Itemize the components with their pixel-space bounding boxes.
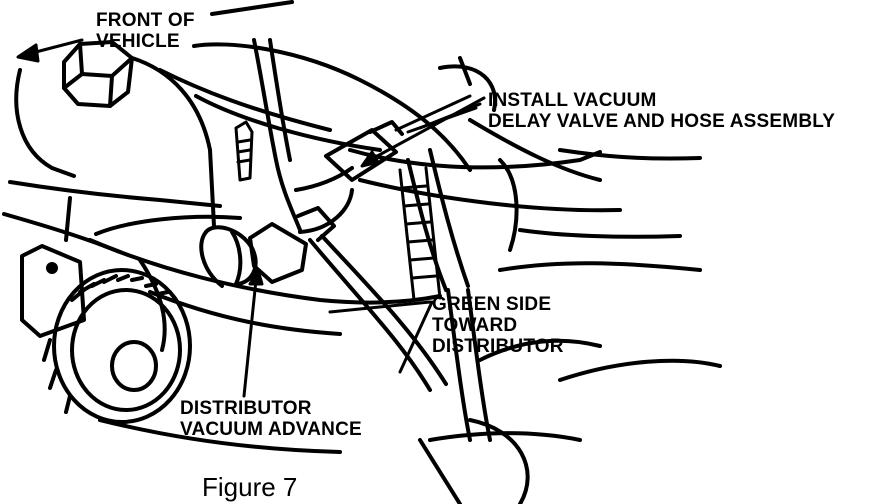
front-of-vehicle-line-1: FRONT OF <box>96 10 195 31</box>
green-side-line-1: GREEN SIDE <box>432 294 552 315</box>
distributor-advance-line-1: DISTRIBUTOR <box>180 398 312 419</box>
install-valve-label: INSTALL VACUUM DELAY VALVE AND HOSE ASSE… <box>488 90 835 132</box>
hex-nut <box>14 40 212 178</box>
front-arrow <box>16 0 294 63</box>
green-side-line-3: DISTRIBUTOR <box>432 336 564 357</box>
install-valve-line-1: INSTALL VACUUM <box>488 90 657 111</box>
green-side-label: GREEN SIDE TOWARD DISTRIBUTOR <box>432 294 564 357</box>
vacuum-advance-unit <box>199 225 258 288</box>
leader-lines <box>242 96 486 398</box>
distributor-advance-label: DISTRIBUTOR VACUUM ADVANCE <box>180 398 362 440</box>
right-structure <box>98 148 702 504</box>
front-of-vehicle-line-2: VEHICLE <box>96 31 180 52</box>
front-of-vehicle-label: FRONT OF VEHICLE <box>96 10 195 52</box>
hose-connector <box>248 206 336 284</box>
distributor-advance-line-2: VACUUM ADVANCE <box>180 419 362 440</box>
distributor-pulley <box>20 244 192 424</box>
figure-caption: Figure 7 <box>202 472 298 502</box>
spark-plug <box>234 120 254 182</box>
wire-loom <box>398 166 442 302</box>
install-valve-line-2: DELAY VALVE AND HOSE ASSEMBLY <box>488 111 836 132</box>
green-side-line-2: TOWARD <box>432 315 518 336</box>
